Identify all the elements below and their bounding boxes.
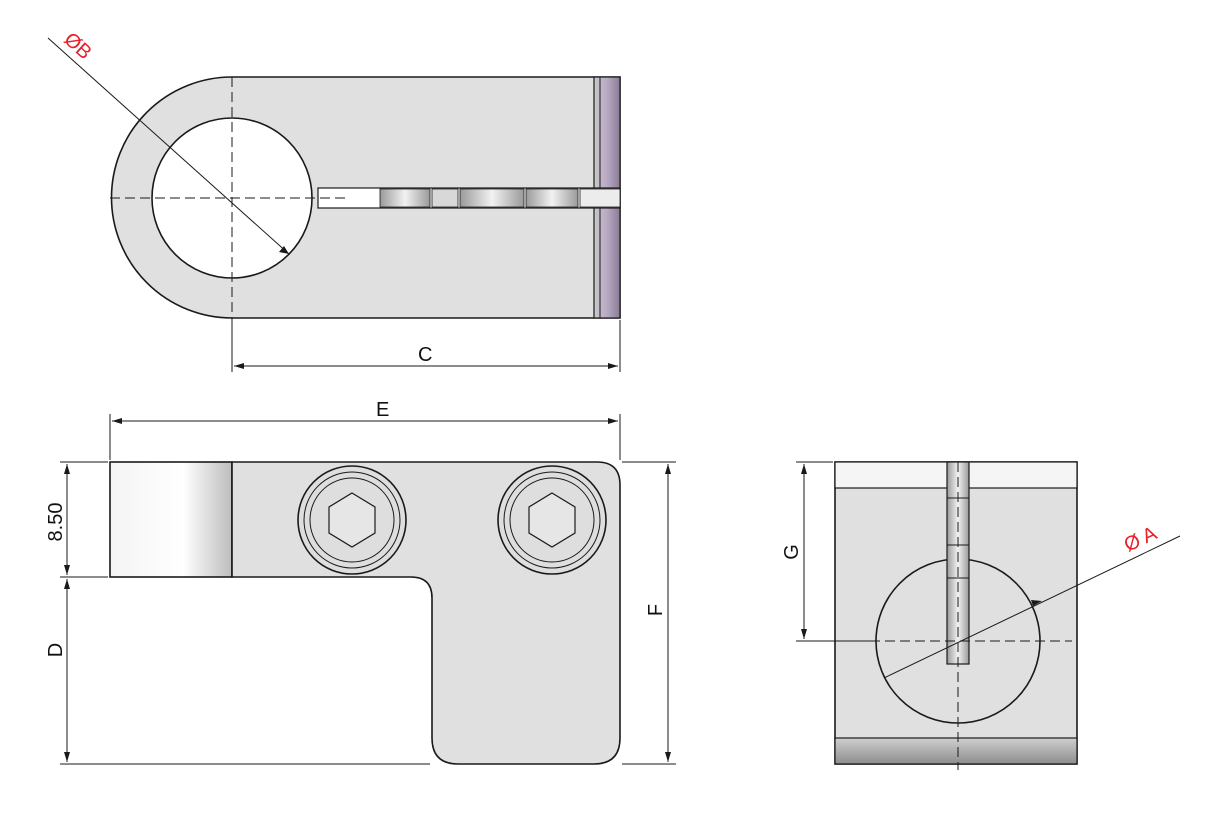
dim-phi-b-label: ØB — [60, 28, 96, 64]
dim-f-label: F — [645, 604, 667, 616]
hex-socket-icon — [528, 492, 576, 548]
top-view: ØB — [47, 28, 621, 330]
dim-thickness-label: 8.50 — [45, 503, 67, 542]
dim-d: D — [45, 579, 430, 765]
side-view: Ø A — [834, 461, 1181, 770]
side-view-base — [834, 737, 1078, 765]
dim-f: F — [622, 461, 676, 765]
dim-e: E — [109, 399, 621, 460]
screw-head-1 — [297, 465, 407, 575]
hex-socket-icon — [328, 492, 376, 548]
dim-d-label: D — [45, 643, 67, 657]
front-view-tube-end — [109, 461, 233, 578]
screw-head-2 — [497, 465, 607, 575]
front-view — [109, 461, 621, 765]
dim-c: C — [231, 320, 621, 372]
dim-c-label: C — [418, 344, 432, 366]
dim-phi-a-label: Ø A — [1121, 522, 1161, 556]
dim-g: G — [781, 461, 870, 642]
dim-thickness: 8.50 — [45, 461, 108, 578]
dim-g-label: G — [781, 544, 803, 560]
dim-e-label: E — [376, 399, 389, 421]
